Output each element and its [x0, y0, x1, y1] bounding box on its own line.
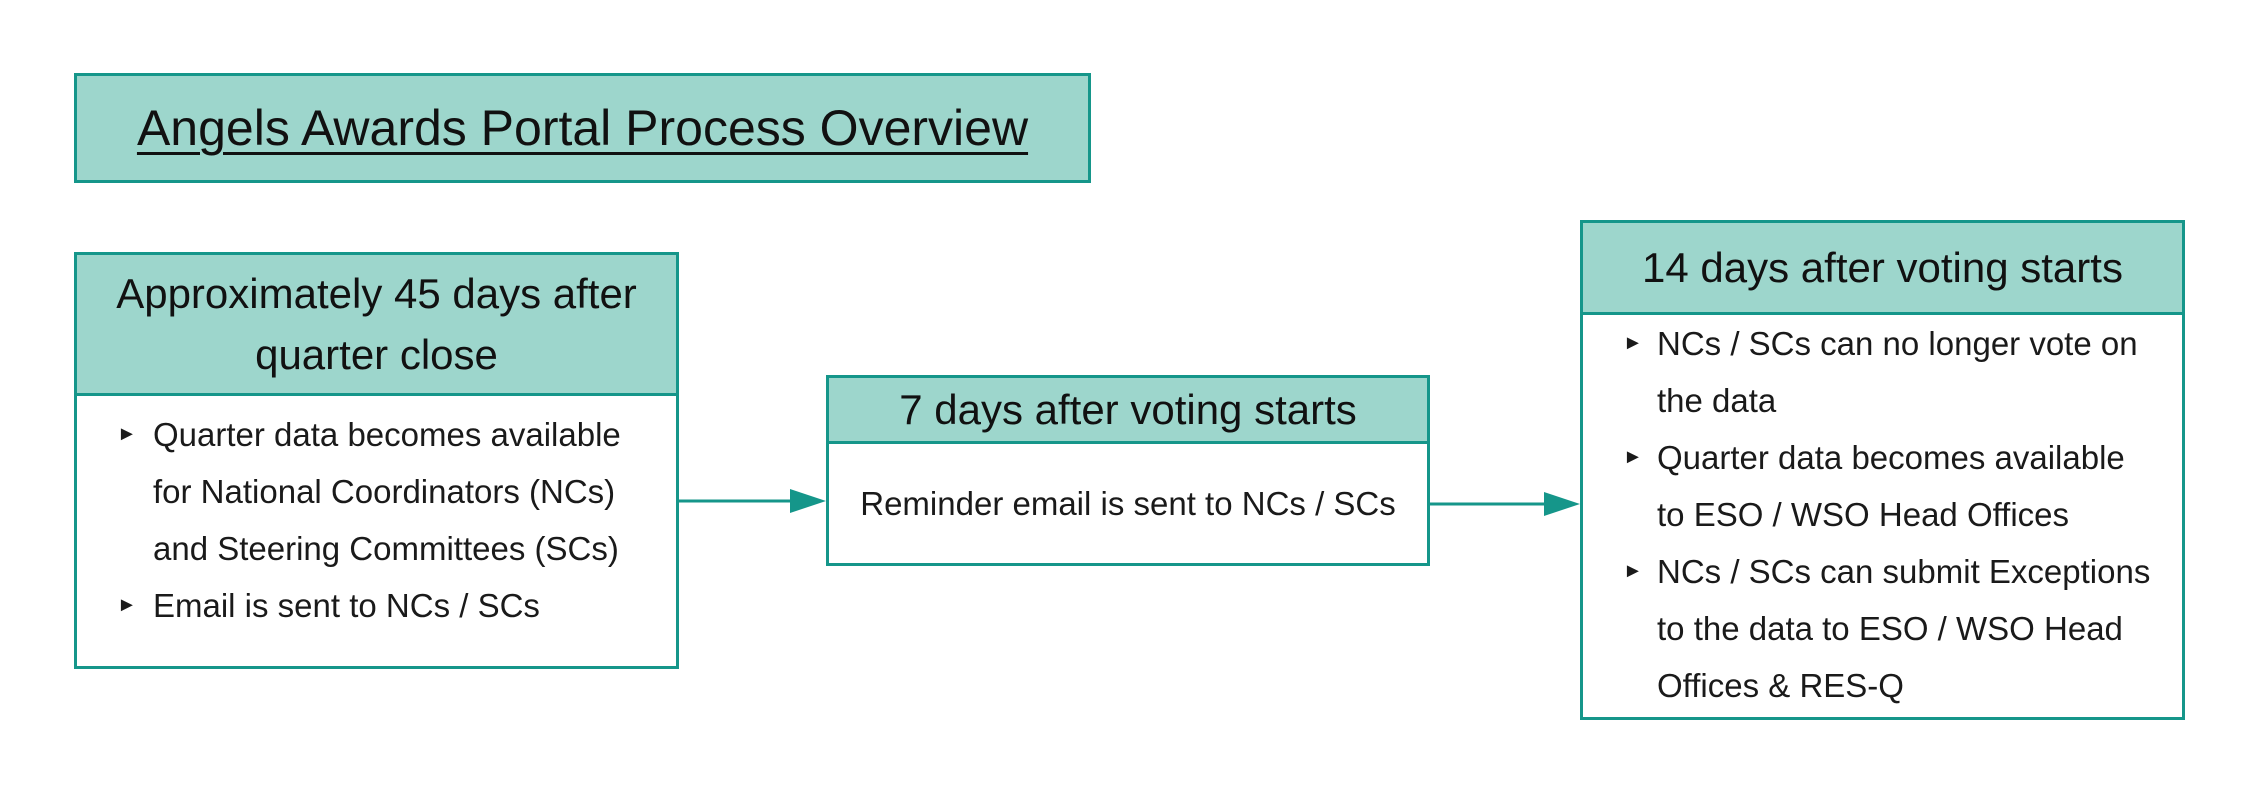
- bullet-list: ► Quarter data becomes available for Nat…: [77, 406, 676, 634]
- arrow-step2-to-step3: [1430, 492, 1580, 516]
- bullet-line: to the data to ESO / WSO Head: [1657, 610, 2123, 647]
- diagram-title: Angels Awards Portal Process Overview: [136, 100, 1029, 156]
- arrow-step1-to-step2: [679, 489, 826, 513]
- triangle-right-icon: ►: [117, 423, 137, 445]
- bullet-line: Email is sent to NCs / SCs: [153, 587, 540, 624]
- triangle-right-icon: ►: [1623, 332, 1643, 354]
- bullet-line: Quarter data becomes available: [1657, 439, 2125, 476]
- bullet-item: ► NCs / SCs can submit Exceptions to the…: [1583, 543, 2182, 714]
- bullet-item: ► Quarter data becomes available to ESO …: [1583, 429, 2182, 543]
- bullet-item: ► NCs / SCs can no longer vote on the da…: [1583, 315, 2182, 429]
- diagram-title-box: Angels Awards Portal Process Overview: [74, 73, 1091, 183]
- step-heading-line: quarter close: [255, 331, 498, 378]
- bullet-line: Offices & RES-Q: [1657, 667, 1904, 704]
- step-card-45-days: Approximately 45 days after quarter clos…: [74, 252, 679, 669]
- step-card-7-days: 7 days after voting starts Reminder emai…: [826, 375, 1430, 566]
- step-body: Reminder email is sent to NCs / SCs: [829, 444, 1427, 563]
- bullet-line: for National Coordinators (NCs): [153, 473, 616, 510]
- bullet-line: NCs / SCs can no longer vote on: [1657, 325, 2138, 362]
- bullet-line: Quarter data becomes available: [153, 416, 621, 453]
- step-heading-line: Approximately 45 days after: [116, 270, 637, 317]
- bullet-line: the data: [1657, 382, 1777, 419]
- bullet-line: and Steering Committees (SCs): [153, 530, 619, 567]
- bullet-list: ► NCs / SCs can no longer vote on the da…: [1583, 315, 2182, 714]
- step-body: ► Quarter data becomes available for Nat…: [77, 396, 676, 666]
- triangle-right-icon: ►: [1623, 446, 1643, 468]
- triangle-right-icon: ►: [1623, 560, 1643, 582]
- step-text: Reminder email is sent to NCs / SCs: [860, 484, 1396, 522]
- bullet-line: NCs / SCs can submit Exceptions: [1657, 553, 2151, 590]
- bullet-item: ► Quarter data becomes available for Nat…: [77, 406, 676, 577]
- step-heading: 7 days after voting starts: [829, 378, 1427, 444]
- bullet-line: to ESO / WSO Head Offices: [1657, 496, 2070, 533]
- bullet-item: ► Email is sent to NCs / SCs: [77, 577, 676, 634]
- triangle-right-icon: ►: [117, 594, 137, 616]
- step-heading: 14 days after voting starts: [1583, 223, 2182, 315]
- step-body: ► NCs / SCs can no longer vote on the da…: [1583, 315, 2182, 717]
- step-card-14-days: 14 days after voting starts ► NCs / SCs …: [1580, 220, 2185, 720]
- step-heading: Approximately 45 days after quarter clos…: [77, 255, 676, 396]
